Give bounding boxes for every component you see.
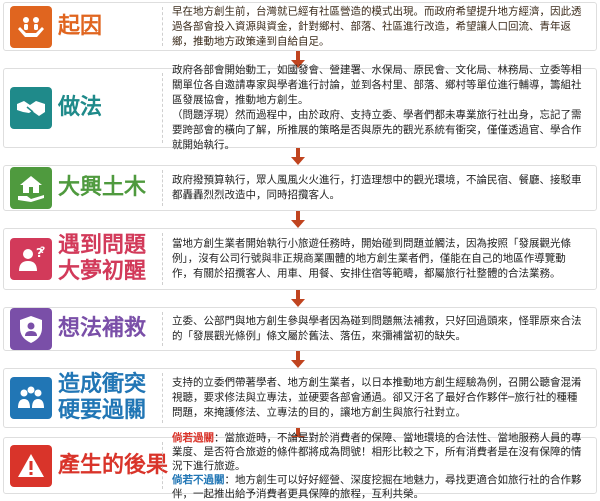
- row-title: 大興土木: [58, 175, 147, 200]
- row-body: 政府撥預算執行，眾人風風火火進行，打造理想中的觀光環境，不論民宿、餐廳、接駁車都…: [172, 173, 586, 203]
- handshake-icon: [10, 87, 52, 129]
- house-hand-icon: [10, 167, 52, 209]
- divider: [162, 7, 163, 46]
- card-method: 做法 政府各部會開始動工，如國發會、營建署、水保局、原民會、文化局、林務局、立委…: [3, 64, 597, 151]
- row-remedy: 想法補救 立委、公部門與地方創生參與學者因為碰到問題無法補救，只好回過頭來，怪罪…: [0, 307, 600, 351]
- card-problem: ? ? 遇到問題 大夢初醒 當地方創生業者開始執行小旅遊任務時，開始碰到問題並觸…: [3, 228, 597, 290]
- down-arrow-icon: [291, 351, 305, 368]
- card-remedy: 想法補救 立委、公部門與地方創生參與學者因為碰到問題無法補救，只好回過頭來，怪罪…: [3, 307, 597, 351]
- body-text: 早在地方創生前，台灣就已經有社區營造的模式出現。而政府希望提升地方經濟，因此透過…: [172, 5, 582, 47]
- row-problem: ? ? 遇到問題 大夢初醒 當地方創生業者開始執行小旅遊任務時，開始碰到問題並觸…: [0, 228, 600, 290]
- row-title-line1: 遇到問題: [58, 233, 147, 258]
- card-cause: 起因 早在地方創生前，台灣就已經有社區營造的模式出現。而政府希望提升地方經濟，因…: [3, 2, 597, 51]
- worried-person-icon: ? ?: [10, 238, 52, 280]
- row-title: 產生的後果: [58, 452, 169, 478]
- svg-text:?: ?: [40, 246, 45, 256]
- down-arrow-icon: [291, 148, 305, 165]
- row-title: 造成衝突 硬要過關: [58, 372, 146, 424]
- down-arrow-icon: [291, 51, 305, 68]
- body-text: 支持的立委們帶著學者、地方創生業者，以日本推動地方創生經驗為例，召開公聽會混淆視…: [172, 376, 582, 419]
- row-body: 支持的立委們帶著學者、地方創生業者，以日本推動地方創生經驗為例，召開公聽會混淆視…: [172, 376, 586, 421]
- row-method: 做法 政府各部會開始動工，如國發會、營建署、水保局、原民會、文化局、林務局、立委…: [0, 64, 600, 151]
- people-group-icon: [10, 377, 52, 419]
- shield-person-icon: [10, 308, 52, 350]
- card-construction: 大興土木 政府撥預算執行，眾人風風火火進行，打造理想中的觀光環境，不論民宿、餐廳…: [3, 165, 597, 211]
- divider: [162, 373, 163, 423]
- down-arrow-icon: [291, 211, 305, 228]
- row-title-line2: 大夢初醒: [58, 259, 147, 284]
- body-text: 當地方創生業者開始執行小旅遊任務時，開始碰到問題並觸法，因為按照「發展觀光條例」…: [172, 237, 571, 280]
- body-text: 政府撥預算執行，眾人風風火火進行，打造理想中的觀光環境，不論民宿、餐廳、接駁車都…: [172, 174, 582, 201]
- row-title: 想法補救: [58, 316, 147, 341]
- body-text: 政府各部會開始動工，如國發會、營建署、水保局、原民會、文化局、林務局、立委等相關…: [172, 64, 582, 106]
- svg-text:?: ?: [36, 246, 43, 260]
- body-text-issue: （問題浮現）然而過程中，由於政府、支持立委、學者們都未專業旅行社出身，忘記了需要…: [172, 109, 582, 151]
- row-body: 立委、公部門與地方創生參與學者因為碰到問題無法補救，只好回過頭來，怪罪原來合法的…: [172, 314, 586, 344]
- outcome-pass-label: 倘若過關: [172, 431, 214, 444]
- card-conflict: 造成衝突 硬要過關 支持的立委們帶著學者、地方創生業者，以日本推動地方創生經驗為…: [3, 368, 597, 428]
- row-title: 做法: [58, 95, 103, 120]
- row-body: 早在地方創生前，台灣就已經有社區營造的模式出現。而政府希望提升地方經濟，因此透過…: [172, 4, 586, 49]
- divider: [162, 233, 163, 285]
- row-body: 倘若過關：當旅遊時，不論是對於消費者的保障、當地環境的合法性、當地服務人員的專業…: [172, 431, 586, 501]
- divider: [162, 170, 163, 206]
- outcome-fail-text: ：地方創生可以好好經營、深度挖掘在地魅力，尋找更適合如旅行社的合作夥伴，一起推出…: [172, 473, 582, 500]
- row-title: 起因: [58, 13, 103, 39]
- hands-people-icon: [10, 5, 52, 48]
- divider: [162, 73, 163, 143]
- row-consequence: 產生的後果 倘若過關：當旅遊時，不論是對於消費者的保障、當地環境的合法性、當地服…: [0, 432, 600, 500]
- body-text: 立委、公部門與地方創生參與學者因為碰到問題無法補救，只好回過頭來，怪罪原來合法的…: [172, 315, 582, 342]
- row-title: 遇到問題 大夢初醒: [58, 233, 146, 285]
- row-body: 當地方創生業者開始執行小旅遊任務時，開始碰到問題並觸法，因為按照「發展觀光條例」…: [172, 237, 586, 282]
- row-title-line1: 造成衝突: [58, 372, 147, 397]
- row-construction: 大興土木 政府撥預算執行，眾人風風火火進行，打造理想中的觀光環境，不論民宿、餐廳…: [0, 165, 600, 211]
- down-arrow-icon: [291, 290, 305, 307]
- outcome-pass: 倘若過關：當旅遊時，不論是對於消費者的保障、當地環境的合法性、當地服務人員的專業…: [172, 431, 586, 473]
- row-title-line2: 硬要過關: [58, 398, 147, 423]
- outcome-fail-label: 倘若不過關: [172, 473, 225, 486]
- row-body: 政府各部會開始動工，如國發會、營建署、水保局、原民會、文化局、林務局、立委等相關…: [172, 63, 586, 153]
- divider: [162, 312, 163, 346]
- card-consequence: 產生的後果 倘若過關：當旅遊時，不論是對於消費者的保障、當地環境的合法性、當地服…: [3, 432, 597, 500]
- outcome-pass-text: ：當旅遊時，不論是對於消費者的保障、當地環境的合法性、當地服務人員的專業度、是否…: [172, 431, 582, 472]
- row-cause: 起因 早在地方創生前，台灣就已經有社區營造的模式出現。而政府希望提升地方經濟，因…: [0, 2, 600, 51]
- row-conflict: 造成衝突 硬要過關 支持的立委們帶著學者、地方創生業者，以日本推動地方創生經驗為…: [0, 368, 600, 428]
- warning-icon: [10, 444, 52, 487]
- divider: [162, 442, 163, 489]
- outcome-fail: 倘若不過關：地方創生可以好好經營、深度挖掘在地魅力，尋找更適合如旅行社的合作夥伴…: [172, 473, 586, 501]
